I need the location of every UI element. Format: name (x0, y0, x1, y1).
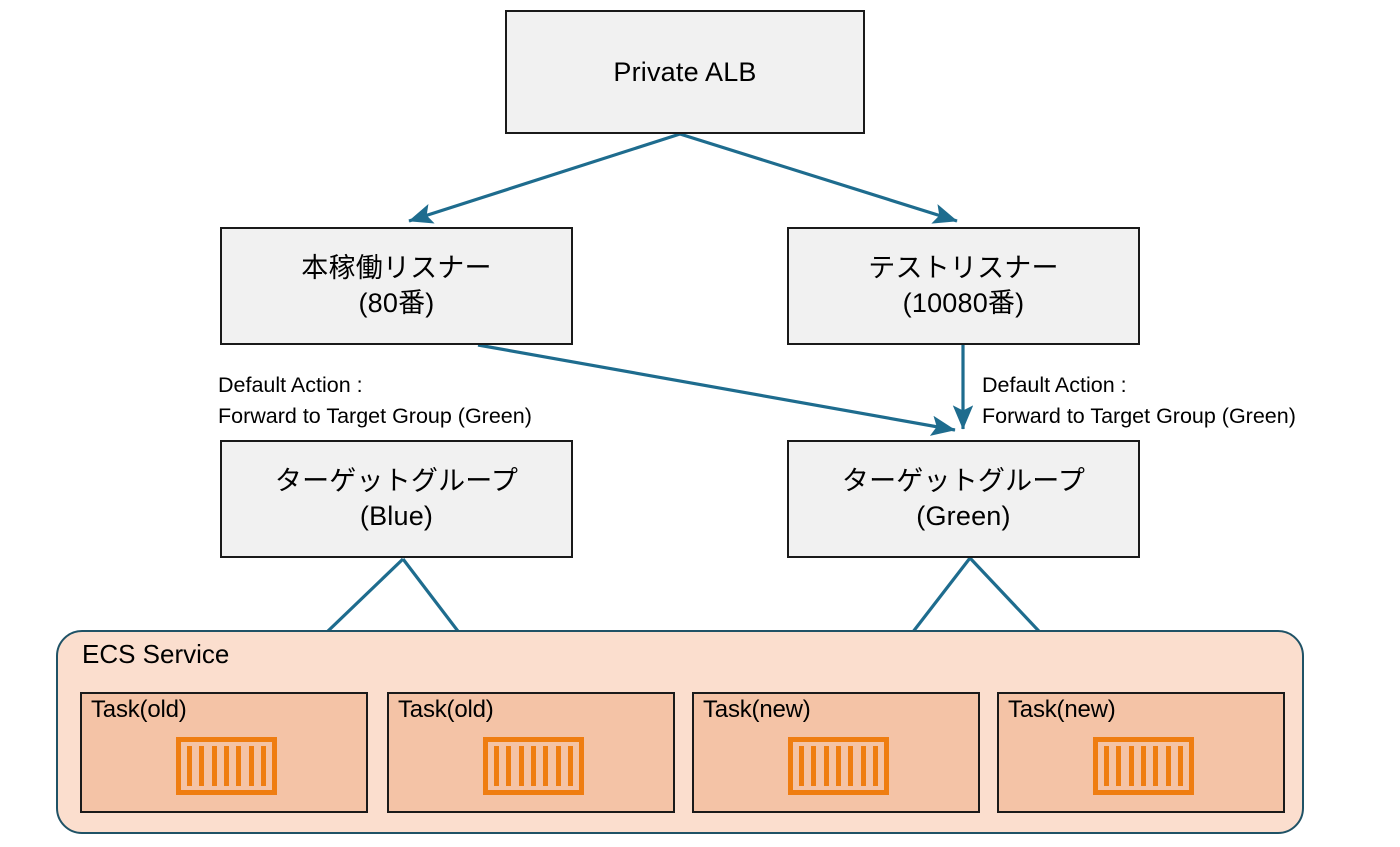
task-card[interactable]: Task(old) (80, 692, 368, 813)
edge-label-production-default-action-line1: Default Action : (218, 373, 363, 397)
node-production-listener-label-line1: 本稼働リスナー (301, 253, 492, 284)
task-card-label: Task(new) (703, 696, 811, 723)
edge-label-test-default-action: Default Action : Forward to Target Group… (982, 370, 1296, 431)
container-icon (483, 737, 584, 795)
task-card-label: Task(old) (91, 696, 187, 723)
node-production-listener[interactable]: 本稼働リスナー (80番) (220, 227, 573, 345)
container-icon (176, 737, 277, 795)
task-card[interactable]: Task(new) (997, 692, 1285, 813)
node-target-group-green-label-line1: ターゲットグループ (841, 466, 1086, 497)
edge-label-test-default-action-line1: Default Action : (982, 373, 1127, 397)
edge-label-production-default-action: Default Action : Forward to Target Group… (218, 370, 532, 431)
node-production-listener-label-line2: (80番) (358, 288, 435, 318)
node-test-listener-label-line1: テストリスナー (868, 253, 1059, 284)
group-ecs-service-label: ECS Service (82, 639, 230, 669)
edge-alb-to-prod-listener (408, 132, 681, 224)
node-target-group-green-label-line2: (Green) (916, 501, 1011, 531)
node-private-alb[interactable]: Private ALB (505, 10, 865, 134)
group-ecs-service[interactable]: ECS Service Task(old) Task(old) Task(new… (56, 630, 1304, 834)
edge-label-production-default-action-line2: Forward to Target Group (Green) (218, 403, 532, 428)
container-icon (788, 737, 889, 795)
container-icon (1093, 737, 1194, 795)
task-card-label: Task(old) (398, 696, 494, 723)
edge-prod-listener-to-tg-green (477, 343, 956, 436)
task-card-label: Task(new) (1008, 696, 1116, 723)
node-test-listener-label-line2: (10080番) (902, 288, 1025, 318)
edge-label-test-default-action-line2: Forward to Target Group (Green) (982, 403, 1296, 428)
node-target-group-blue-label-line2: (Blue) (359, 501, 434, 531)
task-card[interactable]: Task(new) (692, 692, 980, 813)
edge-alb-to-test-listener (679, 132, 958, 224)
node-target-group-green[interactable]: ターゲットグループ (Green) (787, 440, 1140, 558)
node-test-listener[interactable]: テストリスナー (10080番) (787, 227, 1140, 345)
node-target-group-blue[interactable]: ターゲットグループ (Blue) (220, 440, 573, 558)
node-target-group-blue-label-line1: ターゲットグループ (274, 466, 519, 497)
node-private-alb-label: Private ALB (613, 56, 757, 87)
task-card[interactable]: Task(old) (387, 692, 675, 813)
